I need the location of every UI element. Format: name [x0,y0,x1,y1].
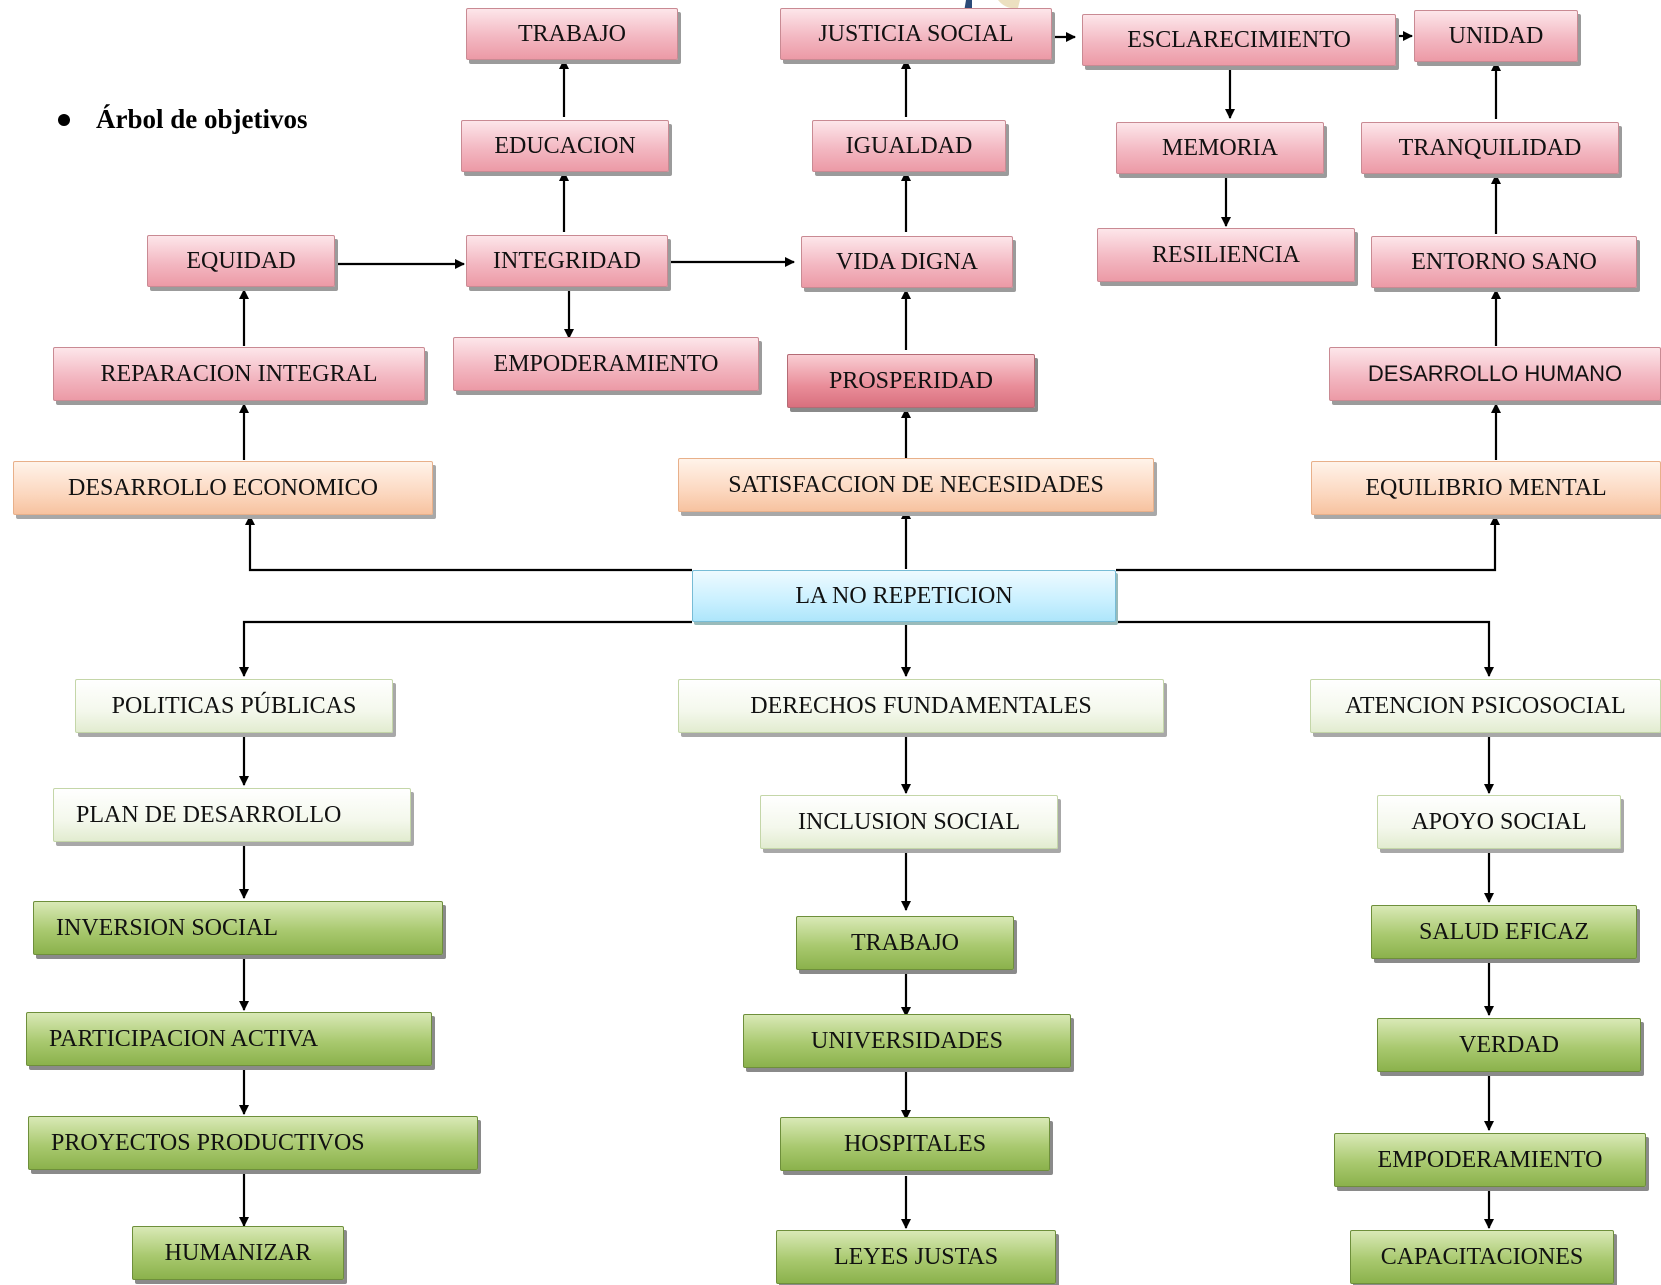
node-esclarecimiento: ESCLARECIMIENTO [1082,14,1396,66]
node-justicia-social: JUSTICIA SOCIAL [780,8,1052,60]
node-desarrollo-economico: DESARROLLO ECONOMICO [13,461,433,515]
node-trabajo-bottom: TRABAJO [796,916,1014,970]
node-inversion-social: INVERSION SOCIAL [33,901,443,955]
node-verdad: VERDAD [1377,1018,1641,1072]
node-derechos-fundamentales: DERECHOS FUNDAMENTALES [678,679,1164,733]
node-prosperidad: PROSPERIDAD [787,354,1035,408]
diagram-title-text: Árbol de objetivos [96,104,308,134]
node-entorno-sano: ENTORNO SANO [1371,236,1637,288]
node-politicas-publicas: POLITICAS PÚBLICAS [75,679,393,733]
node-igualdad: IGUALDAD [812,120,1006,172]
node-equidad: EQUIDAD [147,235,335,287]
branch-up-right [1116,515,1500,572]
node-humanizar: HUMANIZAR [132,1226,344,1280]
node-participacion-activa: PARTICIPACION ACTIVA [26,1012,432,1066]
branch-down-left [239,620,692,677]
node-la-no-repeticion: LA NO REPETICION [692,570,1116,622]
node-reparacion-integral: REPARACION INTEGRAL [53,347,425,401]
node-satisfaccion-necesidades: SATISFACCION DE NECESIDADES [678,458,1154,512]
node-desarrollo-humano: DESARROLLO HUMANO [1329,347,1661,401]
node-plan-de-desarrollo: PLAN DE DESARROLLO [53,788,411,842]
node-hospitales: HOSPITALES [780,1117,1050,1171]
node-leyes-justas: LEYES JUSTAS [776,1230,1056,1284]
node-integridad: INTEGRIDAD [466,235,668,287]
node-memoria: MEMORIA [1116,122,1324,174]
branch-up-left [245,515,692,572]
node-empoderamiento-bottom: EMPODERAMIENTO [1334,1133,1646,1187]
node-educacion: EDUCACION [461,120,669,172]
node-resiliencia: RESILIENCIA [1097,228,1355,282]
node-unidad: UNIDAD [1414,10,1578,62]
node-proyectos-productivos: PROYECTOS PRODUCTIVOS [28,1116,478,1170]
diagram-title: Árbol de objetivos [58,104,308,135]
node-apoyo-social: APOYO SOCIAL [1377,795,1621,849]
node-trabajo-top: TRABAJO [466,8,678,60]
node-capacitaciones: CAPACITACIONES [1350,1230,1614,1284]
node-universidades: UNIVERSIDADES [743,1014,1071,1068]
node-vida-digna: VIDA DIGNA [801,236,1013,288]
node-atencion-psicosocial: ATENCION PSICOSOCIAL [1310,679,1661,733]
node-salud-eficaz: SALUD EFICAZ [1371,905,1637,959]
node-tranquilidad: TRANQUILIDAD [1361,122,1619,174]
node-empoderamiento-top: EMPODERAMIENTO [453,337,759,391]
branch-down-right [1116,620,1494,677]
node-inclusion-social: INCLUSION SOCIAL [760,795,1058,849]
node-equilibrio-mental: EQUILIBRIO MENTAL [1311,461,1661,515]
bullet-icon [58,113,70,126]
